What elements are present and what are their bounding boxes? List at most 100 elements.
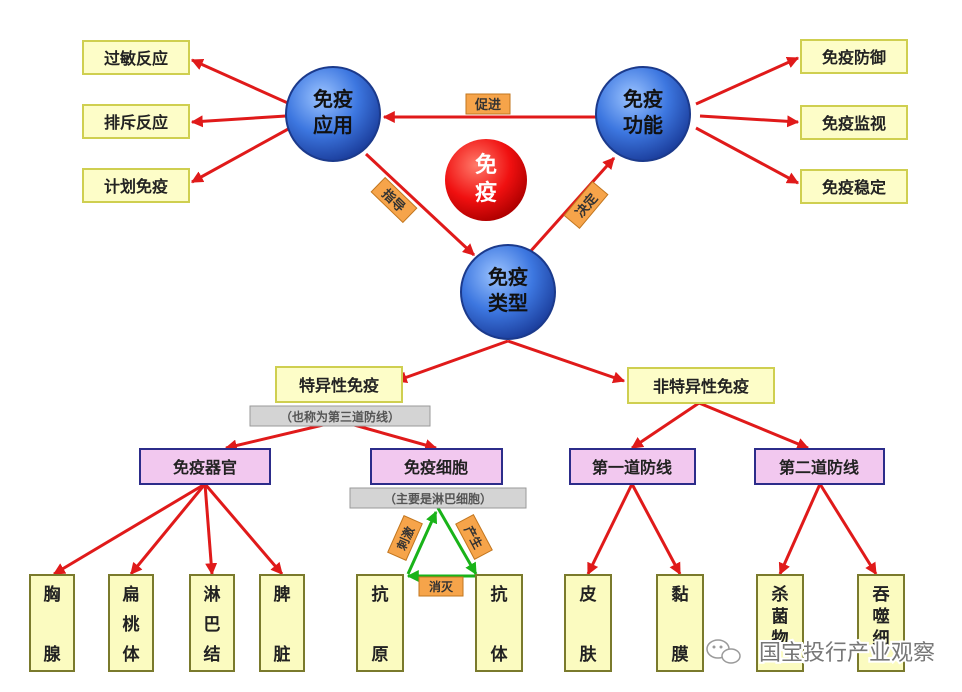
- second-line: 第二道防线: [754, 448, 885, 485]
- node-application-line2: 应用: [313, 113, 353, 137]
- leaf-antigen-c2: 原: [372, 645, 389, 665]
- arrow-types-nonspecific: [507, 339, 626, 384]
- leaf-phagocyte-c1: 吞: [873, 585, 890, 605]
- function-items: 免疫防御 免疫监视 免疫稳定: [800, 39, 908, 204]
- leaf-thymus: [29, 574, 75, 672]
- leaf-antigen: [356, 574, 404, 672]
- arrow-application-allergy: [190, 58, 291, 106]
- leaf-tonsil-c3: 体: [123, 644, 141, 665]
- arrow-types-function: [527, 156, 616, 255]
- immune-organs: 免疫器官: [139, 448, 271, 485]
- immune-cells-box: [370, 448, 503, 485]
- immune-organs-text: 免疫器官: [173, 458, 237, 477]
- center-circle: [445, 139, 527, 221]
- specific-immunity: 特异性免疫 （也称为第三道防线）: [249, 366, 431, 427]
- specific-box: [275, 366, 403, 403]
- leaf-lymph-node: [189, 574, 235, 672]
- allergy-box: [82, 40, 190, 75]
- leaf-spleen-c2: 脏: [274, 644, 291, 665]
- leaf-skin-c1: 皮: [580, 584, 597, 605]
- leaf-phagocyte-c3: 细: [873, 628, 890, 649]
- leaf-phagocyte: [857, 574, 905, 672]
- leaf-spleen-c1: 脾: [274, 584, 291, 605]
- tag-promote-text: 促进: [474, 97, 501, 113]
- allergy-text: 过敏反应: [104, 49, 168, 68]
- nonspecific-box: [627, 367, 775, 404]
- arrow-types-specific: [394, 339, 509, 384]
- node-function-line2: 功能: [623, 113, 663, 137]
- nonspecific-immunity: 非特异性免疫: [627, 367, 775, 404]
- leaf-lymph-c2: 巴: [204, 615, 221, 635]
- node-circle: [285, 66, 381, 162]
- defense-box: [800, 39, 908, 74]
- tag-box: [418, 576, 464, 597]
- node-types-line2: 类型: [488, 291, 528, 315]
- leaf-bactericide-c2: 菌: [772, 607, 789, 627]
- tag-box: [387, 515, 423, 561]
- cycle-arrow-produce: [436, 507, 478, 576]
- second-line-box: [754, 448, 885, 485]
- leaf-antibody: [475, 574, 523, 672]
- defense-text: 免疫防御: [822, 48, 886, 67]
- specific-note-box: [249, 405, 431, 427]
- surveillance-text: 免疫监视: [822, 114, 886, 133]
- first-line-box: [569, 448, 696, 485]
- node-types-line1: 免疫: [488, 265, 528, 289]
- arrow-function-stability: [695, 126, 800, 185]
- node-function-line1: 免疫: [623, 87, 663, 111]
- arrow-application-types: [364, 152, 476, 257]
- leaf-lymph-c1: 淋: [204, 584, 221, 605]
- node-application-line1: 免疫: [313, 87, 353, 111]
- tag-box: [370, 176, 418, 224]
- arrow-second-phagocyte: [818, 483, 878, 576]
- watermark: 国宝投行产业观察 国宝投行产业观察: [705, 638, 937, 668]
- cycle-label-produce: 产生: [455, 513, 493, 561]
- leaf-thymus-c2: 腺: [44, 644, 62, 665]
- arrow-nonspecific-first: [631, 401, 700, 450]
- cycle-label-stimulate: 刺激: [387, 515, 423, 561]
- immune-cells-note: （主要是淋巴细胞）: [384, 491, 492, 506]
- leaf-mucosa-c1: 黏: [672, 584, 689, 605]
- arrow-application-vaccination: [190, 126, 291, 184]
- leaf-tonsil: [108, 574, 154, 672]
- leaf-mucosa-c2: 膜: [672, 644, 689, 665]
- organ-leaves: 胸 腺 扁 桃 体 淋 巴 结 脾 脏: [29, 574, 305, 672]
- stability-text: 免疫稳定: [822, 178, 886, 197]
- stability-box: [800, 169, 908, 204]
- tag-promote: 促进: [465, 93, 511, 115]
- tag-box: [465, 93, 511, 115]
- cycle-arrow-stimulate: [406, 510, 438, 575]
- watermark-text-halo: 国宝投行产业观察: [759, 641, 935, 666]
- rejection-box: [82, 104, 190, 139]
- arrow-organs-lymph: [203, 483, 218, 576]
- specific-note: （也称为第三道防线）: [280, 409, 400, 424]
- tag-guide: 指导: [370, 176, 418, 224]
- leaf-antibody-c1: 抗: [491, 584, 508, 605]
- node-immune-function: 免疫 功能: [595, 66, 691, 162]
- arrow-organs-tonsil: [129, 483, 207, 575]
- leaf-bactericide: [756, 574, 804, 672]
- cycle-label-eliminate: 消灭: [418, 576, 464, 597]
- arrow-function-defense: [695, 56, 800, 106]
- arrow-second-bactericide: [778, 483, 822, 576]
- immune-cells-text: 免疫细胞: [404, 458, 468, 477]
- arrow-nonspecific-second: [698, 401, 810, 450]
- arrow-function-surveillance: [699, 114, 800, 128]
- node-circle: [460, 244, 556, 340]
- leaf-phagocyte-c2: 噬: [873, 606, 890, 627]
- nonspecific-text: 非特异性免疫: [653, 377, 749, 396]
- second-line-leaves: 杀 菌 物 吞 噬 细: [756, 574, 905, 672]
- antigen-antibody-cycle: [406, 507, 478, 582]
- arrow-first-mucosa: [630, 483, 682, 576]
- top-arrows: [190, 56, 800, 384]
- first-line: 第一道防线: [569, 448, 696, 485]
- leaf-skin-c2: 肤: [580, 644, 598, 665]
- node-circle: [595, 66, 691, 162]
- leaf-spleen: [259, 574, 305, 672]
- leaf-tonsil-c1: 扁: [123, 584, 140, 605]
- leaf-antigen-c1: 抗: [372, 584, 389, 605]
- immune-organs-box: [139, 448, 271, 485]
- specific-text: 特异性免疫: [299, 376, 379, 395]
- node-immune-application: 免疫 应用: [285, 66, 381, 162]
